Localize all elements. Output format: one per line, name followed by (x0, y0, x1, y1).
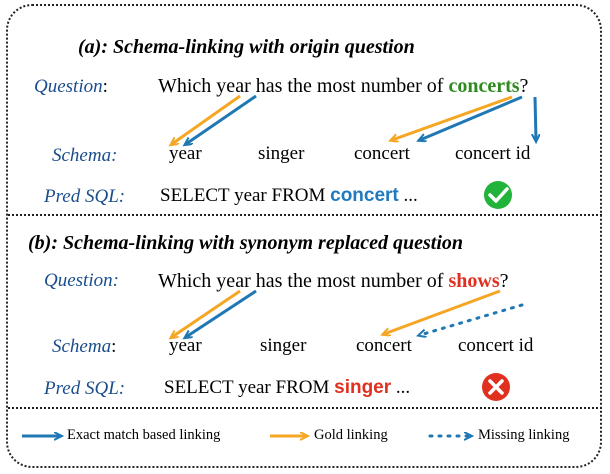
panel-a-sql-label: Pred SQL: (44, 186, 126, 207)
panel-a-schema-label: Schema: (52, 145, 118, 166)
panel-a-sql-text: SELECT year FROM (160, 185, 331, 206)
panel-b-sql: SELECT year FROM singer ... (164, 378, 410, 397)
panel-b-question-text: Which year has the most number of (158, 270, 449, 292)
panel-a-question-label: Question (34, 76, 103, 97)
panel-a-sql-post: ... (398, 185, 418, 206)
panel-a-schema-singer: singer (258, 143, 305, 164)
panel-a-question-row: Question: (34, 77, 108, 96)
legend-divider (8, 407, 602, 409)
panel-a-exact-arrow-concert-id (535, 96, 536, 140)
legend-missing-label: Missing linking (478, 427, 570, 443)
panel-b-question-end: ? (499, 270, 509, 292)
panel-a-gold-arrow-concert (392, 95, 513, 140)
figure-frame (6, 4, 602, 468)
panel-b-sql-table: singer (334, 377, 392, 398)
panel-b-question-keyword: shows (448, 270, 500, 292)
panel-a-sql: SELECT year FROM concert ... (160, 186, 418, 205)
legend-exact-label: Exact match based linking (67, 427, 221, 443)
panel-a-question-text: Which year has the most number of (158, 75, 449, 97)
panel-b-missing-arrow-concert (420, 303, 524, 335)
panel-b-schema-singer: singer (260, 335, 307, 356)
panel-b-heading: (b): Schema-linking with synonym replace… (28, 232, 464, 254)
panel-a-gold-arrow-year (172, 94, 241, 144)
panel-b-schema-colon: : (111, 336, 117, 357)
legend-gold-label: Gold linking (314, 427, 388, 443)
panel-b-question: Which year has the most number of shows? (158, 271, 509, 291)
panel-b-gold-arrow-year (172, 289, 241, 337)
panel-a-question: Which year has the most number of concer… (158, 76, 528, 96)
panel-b-question-label: Question: (44, 270, 119, 291)
panel-b-schema-concert-id: concert id (458, 335, 534, 356)
panel-a-question-end: ? (519, 75, 529, 97)
panel-b-sql-text: SELECT year FROM (164, 377, 335, 398)
panel-a-heading: (a): Schema-linking with origin question (78, 36, 415, 58)
panel-a-exact-arrow-concert (420, 95, 523, 140)
check-icon (484, 181, 512, 209)
panel-a-sql-table: concert (330, 185, 399, 206)
panel-a-schema-concert: concert (354, 143, 410, 164)
panel-divider (8, 214, 602, 216)
panel-b-schema-row: Schema: (52, 337, 116, 356)
panel-b-schema-label: Schema (52, 336, 112, 357)
panel-b-gold-arrow-concert (384, 289, 501, 334)
panel-a-exact-arrow-year (186, 94, 257, 144)
panel-b-exact-arrow-year (186, 289, 257, 337)
cross-icon (482, 373, 510, 401)
panel-b-schema-concert: concert (356, 335, 412, 356)
panel-b-sql-label: Pred SQL: (44, 378, 126, 399)
panel-b-sql-post: ... (391, 377, 411, 398)
panel-a-schema-concert-id: concert id (455, 143, 531, 164)
panel-a-schema-year: year (169, 143, 202, 164)
panel-a-question-colon: : (102, 76, 108, 97)
panel-a-question-keyword: concerts (448, 75, 520, 97)
panel-b-schema-year: year (169, 335, 202, 356)
